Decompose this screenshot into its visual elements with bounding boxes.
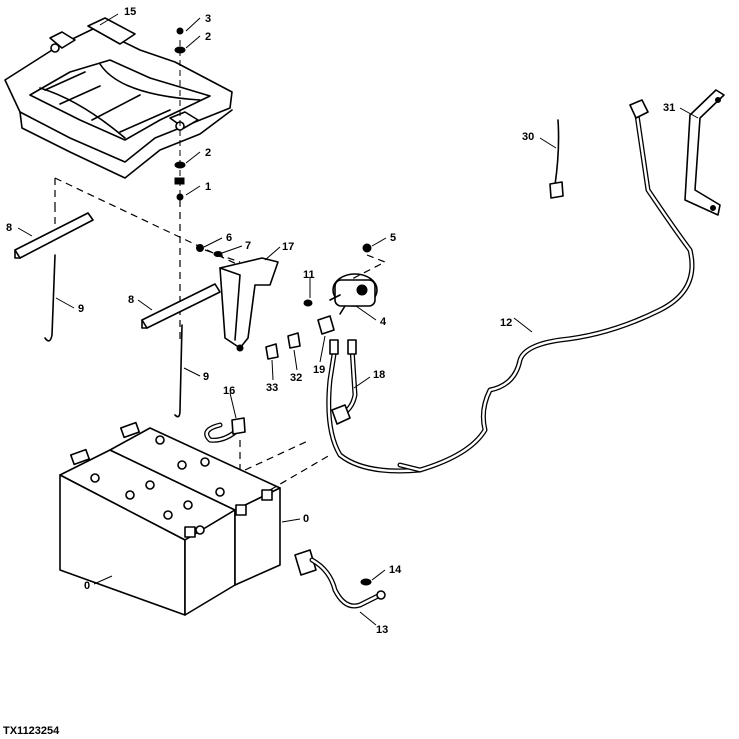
j-bolt-center — [174, 324, 183, 418]
callout-12: 12 — [500, 317, 512, 329]
figure-reference: TX1123254 — [3, 725, 60, 737]
callout-2-top: 2 — [205, 31, 211, 43]
battery-right — [109, 421, 281, 586]
callout-17: 17 — [282, 241, 294, 253]
ground-strap-31 — [684, 89, 725, 216]
cable-18 — [326, 339, 423, 474]
callout-11: 11 — [303, 269, 315, 281]
callout-19: 19 — [313, 364, 325, 376]
starter-relay — [329, 273, 378, 315]
callout-6: 6 — [226, 232, 232, 244]
nut-11 — [303, 299, 313, 307]
hold-down-bar-right — [141, 283, 221, 329]
callout-13: 13 — [376, 624, 388, 636]
nut-5 — [362, 243, 372, 253]
callout-16: 16 — [223, 385, 235, 397]
callout-9-center: 9 — [203, 371, 209, 383]
battery-tray — [4, 17, 233, 179]
callout-8-right: 8 — [128, 294, 134, 306]
callout-2-bottom: 2 — [205, 147, 211, 159]
assembly-guide-lines — [54, 177, 271, 283]
wire-30 — [549, 119, 564, 199]
callout-8-left: 8 — [6, 222, 12, 234]
callout-33: 33 — [266, 382, 278, 394]
j-bolt-left — [44, 254, 56, 342]
callout-14: 14 — [389, 564, 402, 576]
callout-1: 1 — [205, 181, 211, 193]
callout-32: 32 — [290, 372, 302, 384]
hold-down-bar-left — [14, 212, 94, 259]
callout-5: 5 — [390, 232, 396, 244]
ground-cable-13 — [294, 549, 386, 609]
battery-left — [59, 448, 236, 616]
callout-9-left: 9 — [78, 303, 84, 315]
bolt-14 — [360, 578, 372, 586]
leader-lines — [17, 13, 699, 626]
terminal-33 — [265, 343, 279, 360]
callout-30: 30 — [522, 131, 534, 143]
relay-bracket — [196, 244, 279, 352]
cable-12 — [397, 99, 695, 473]
callout-0-right: 0 — [303, 513, 309, 525]
callout-15: 15 — [124, 6, 136, 18]
battery-cable-16 — [204, 417, 246, 470]
callout-4: 4 — [380, 316, 387, 328]
callout-3: 3 — [205, 13, 211, 25]
connector-19 — [317, 315, 335, 335]
callout-0-left: 0 — [84, 580, 90, 592]
callout-7: 7 — [245, 240, 251, 252]
callout-31: 31 — [663, 102, 675, 114]
terminal-32 — [287, 332, 301, 349]
callout-18: 18 — [373, 369, 385, 381]
hardware-stack-tray — [174, 27, 186, 201]
